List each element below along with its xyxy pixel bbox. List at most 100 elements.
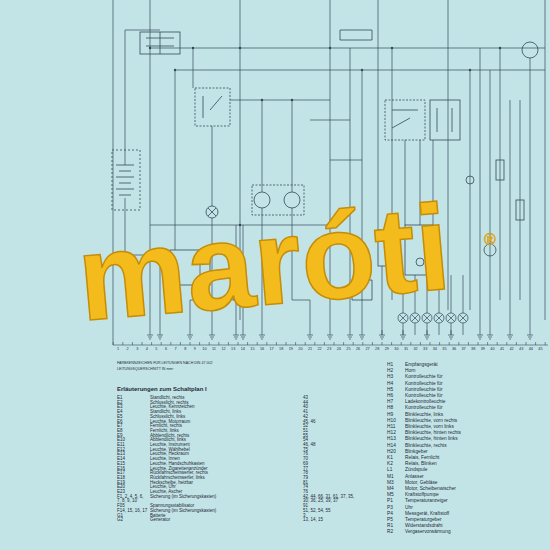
wire-path	[192, 47, 194, 49]
part-code: K2	[387, 461, 404, 467]
part-code: K1	[387, 455, 404, 461]
part-code: M4	[387, 486, 404, 492]
lamp-symbol	[466, 176, 474, 184]
axis-tick	[420, 342, 421, 345]
grid-number: 33	[423, 347, 427, 351]
part-code: H14	[387, 443, 404, 449]
part-description: Vergaservorwärmung	[405, 529, 545, 535]
part-description: Blinkleuchte, hinten links	[405, 436, 545, 442]
part-description: Kontrolleuchte für	[405, 387, 545, 393]
axis-tick	[151, 342, 152, 345]
axis-tick	[257, 342, 258, 345]
grid-number: 26	[356, 347, 360, 351]
circuit-number: 13, 14, 15	[303, 518, 355, 523]
axis-tick	[497, 342, 498, 345]
axis-tick	[401, 342, 402, 345]
part-code: P3	[387, 505, 404, 511]
ground-symbol	[307, 330, 313, 339]
resistor-symbol	[516, 200, 524, 220]
relay-box	[195, 88, 230, 126]
part-code: R2	[387, 529, 404, 535]
axis-tick	[247, 342, 248, 345]
grid-number: 17	[269, 347, 273, 351]
switch-contacts	[146, 32, 174, 54]
part-code: L1	[387, 467, 404, 473]
part-code: H11	[387, 424, 404, 430]
part-code: H7	[387, 399, 404, 405]
part-code: M1	[387, 474, 404, 480]
part-description: Motor, Scheibenwischer	[405, 486, 545, 492]
axis-tick	[334, 342, 335, 345]
switch-box	[140, 32, 180, 54]
grid-number: 5	[155, 347, 157, 351]
ground-symbol	[327, 330, 333, 339]
ground-symbols	[147, 330, 533, 339]
axis-tick	[458, 342, 459, 345]
grid-number: 6	[165, 347, 167, 351]
part-description: Motor, Gebläse	[405, 480, 545, 486]
grid-number: 43	[519, 347, 523, 351]
relay-box	[385, 100, 425, 140]
grid-number: 42	[509, 347, 513, 351]
part-code: R1	[387, 523, 404, 529]
circuit-number: 42, 44, 66, 31, 61, 37, 35, 30, 36, 25, …	[303, 495, 355, 504]
lamp-symbol	[410, 313, 420, 323]
axis-tick	[238, 342, 239, 345]
grid-number: 41	[500, 347, 504, 351]
lamp-symbol	[446, 313, 456, 323]
circuit-number: 79	[303, 476, 355, 481]
axis-tick	[449, 342, 450, 345]
part-description: Kontrolleuchte für	[405, 405, 545, 411]
grid-number: 13	[231, 347, 235, 351]
axis-tick	[324, 342, 325, 345]
part-code: H8	[387, 405, 404, 411]
axis-tick	[199, 342, 200, 345]
part-description: Messgerät, Kraftstoff	[405, 511, 545, 517]
axis-tick	[170, 342, 171, 345]
axis-tick	[314, 342, 315, 345]
part-code: H20	[387, 449, 404, 455]
lamp-symbol	[422, 313, 432, 323]
grid-number: 11	[212, 347, 216, 351]
axis-tick	[266, 342, 267, 345]
axis-tick	[180, 342, 181, 345]
part-code: F1, 2, 4, 5, 6, 7, 8, 9, 10	[117, 495, 148, 504]
grid-number: 10	[202, 347, 206, 351]
resistor-symbol	[496, 160, 504, 180]
grid-number: 45	[538, 347, 542, 351]
grid-number: 1	[117, 347, 119, 351]
part-code: H9	[387, 412, 404, 418]
axis-tick	[382, 342, 383, 345]
part-code: G2	[117, 518, 148, 523]
wire-path	[239, 47, 241, 49]
grid-number: 28	[375, 347, 379, 351]
lamp-cross	[412, 315, 419, 322]
part-description: Temperaturanzeiger	[405, 498, 545, 504]
axis-tick	[190, 342, 191, 345]
grid-number: 8	[184, 347, 186, 351]
axis-line	[113, 345, 548, 346]
axis-tick	[228, 342, 229, 345]
battery-symbol	[116, 165, 134, 195]
wire-path	[329, 47, 331, 49]
ground-symbol	[487, 330, 493, 339]
part-code: M5	[387, 492, 404, 498]
axis-tick	[161, 342, 162, 345]
wire-path	[499, 47, 501, 49]
part-description: Empfangsgerät	[405, 362, 545, 368]
part-code: H4	[387, 381, 404, 387]
cross-section-note: LEITUNGSQUERSCHNITT IN mm²	[117, 368, 174, 372]
part-code: P5	[387, 517, 404, 523]
circuit-number: 55	[303, 434, 355, 439]
axis-tick	[343, 342, 344, 345]
grid-number: 15	[250, 347, 254, 351]
grid-number: 27	[365, 347, 369, 351]
relay-contact	[203, 96, 222, 118]
grid-number: 30	[394, 347, 398, 351]
lamp-cross	[448, 315, 455, 322]
part-description: Uhr	[405, 505, 545, 511]
axis-tick	[478, 342, 479, 345]
wire-path	[403, 323, 463, 335]
grid-number: 32	[413, 347, 417, 351]
part-description: Kontrolleuchte für	[405, 374, 545, 380]
